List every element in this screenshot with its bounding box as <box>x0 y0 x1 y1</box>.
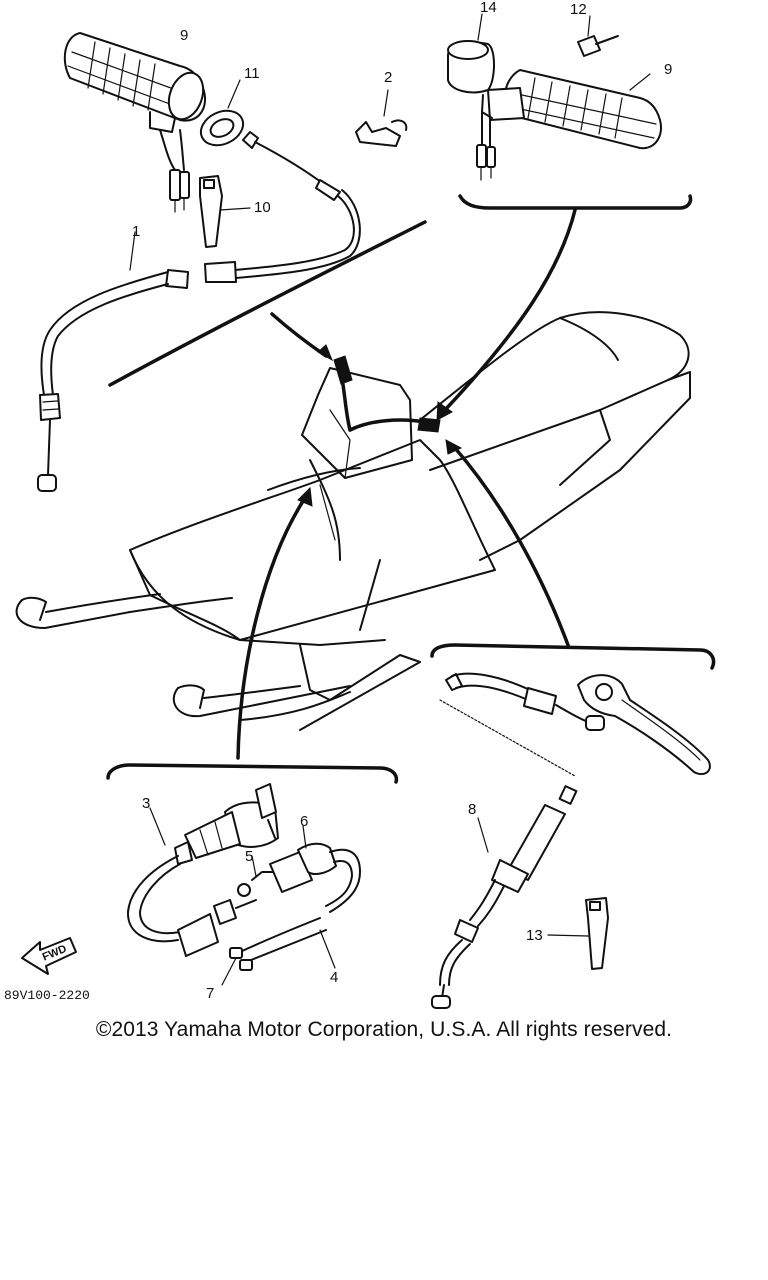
drawing-code: 89V100-2220 <box>4 988 90 1003</box>
callout-2: 2 <box>384 69 392 86</box>
callout-13: 13 <box>526 927 543 944</box>
group-bracket-line <box>430 643 716 670</box>
key-part-10 <box>199 175 251 248</box>
grip-part-9-right <box>476 69 662 181</box>
callout-5: 5 <box>245 848 253 865</box>
fwd-arrow-icon: FWD <box>21 937 77 975</box>
callout-10: 10 <box>254 199 271 216</box>
callout-4: 4 <box>330 969 338 986</box>
copyright-notice: ©2013 Yamaha Motor Corporation, U.S.A. A… <box>95 1018 673 1041</box>
clip-part-2 <box>355 89 408 147</box>
callout-3: 3 <box>142 795 150 812</box>
grip-part-9-left <box>63 32 206 213</box>
callout-9-right: 9 <box>664 61 672 78</box>
callout-12: 12 <box>570 1 587 18</box>
brake-lever <box>577 674 711 776</box>
callout-11: 11 <box>244 65 260 82</box>
callout-1: 1 <box>132 223 140 240</box>
group-bracket-line <box>106 763 399 784</box>
connector-dashed-line <box>439 699 576 777</box>
choke-cable-part-5-6 <box>177 825 361 957</box>
ring-part-11 <box>199 79 245 147</box>
group-right-handlebar <box>447 13 693 210</box>
parts-diagram: FWD <box>4 0 716 1009</box>
callout-labels: 9 11 2 10 1 14 12 9 3 6 5 4 7 8 13 89V10… <box>4 0 672 1003</box>
callout-14: 14 <box>480 0 497 16</box>
parts-diagram-svg: FWD <box>4 0 716 1009</box>
callout-6: 6 <box>300 813 308 830</box>
group-left-handlebar <box>37 32 427 492</box>
callout-7: 7 <box>206 985 214 1002</box>
group-choke-switch: FWD <box>21 763 399 986</box>
snowmobile-illustration <box>15 311 691 731</box>
brake-cable-upper <box>445 672 605 731</box>
throttle-cable-part-1 <box>37 131 361 492</box>
key-part-13 <box>547 897 609 970</box>
screw-part-12 <box>577 15 619 57</box>
cap-part-14 <box>447 13 495 94</box>
callout-9-left: 9 <box>180 27 188 44</box>
group-brake <box>430 643 716 1009</box>
callout-8: 8 <box>468 801 476 818</box>
group-bracket-line <box>108 220 427 387</box>
switch-part-3 <box>126 783 279 943</box>
leader-arrows <box>236 208 577 760</box>
group-bracket-line <box>458 194 693 210</box>
brake-cable-part-8 <box>431 785 578 1009</box>
leads-part-4-7 <box>221 917 336 986</box>
